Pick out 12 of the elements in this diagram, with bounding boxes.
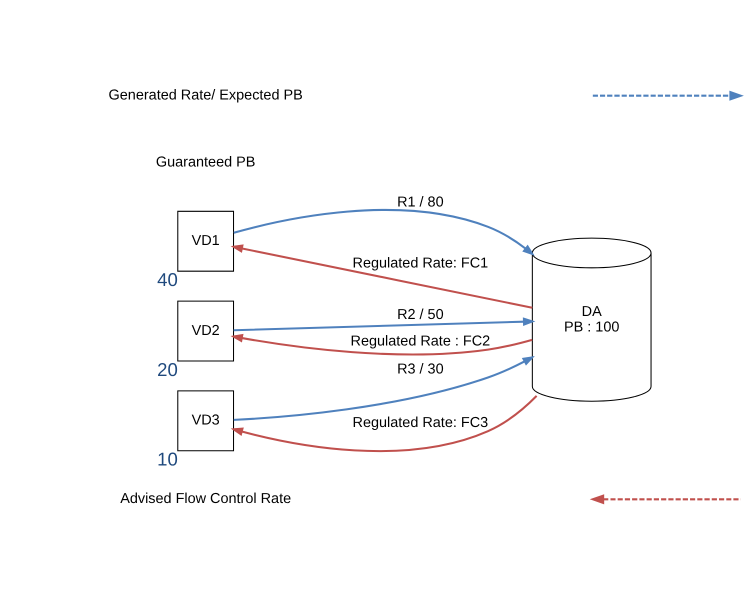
legend-label: Advised Flow Control Rate xyxy=(120,490,292,507)
label: Guaranteed PB xyxy=(156,154,256,170)
node-label: 20 xyxy=(157,358,178,380)
node-label: 40 xyxy=(157,268,178,290)
edge-label: R3 / 30 xyxy=(397,361,444,378)
edge-label: R2 / 50 xyxy=(397,306,444,322)
edge-label: Regulated Rate: FC1 xyxy=(352,254,488,271)
legend-label: Generated Rate/ Expected PB xyxy=(108,87,303,104)
edge-label: Regulated Rate: FC3 xyxy=(352,414,488,431)
node-label: 10 xyxy=(157,448,178,470)
edge-label: Regulated Rate : FC2 xyxy=(350,333,490,350)
edge-label: R1 / 80 xyxy=(397,194,444,210)
